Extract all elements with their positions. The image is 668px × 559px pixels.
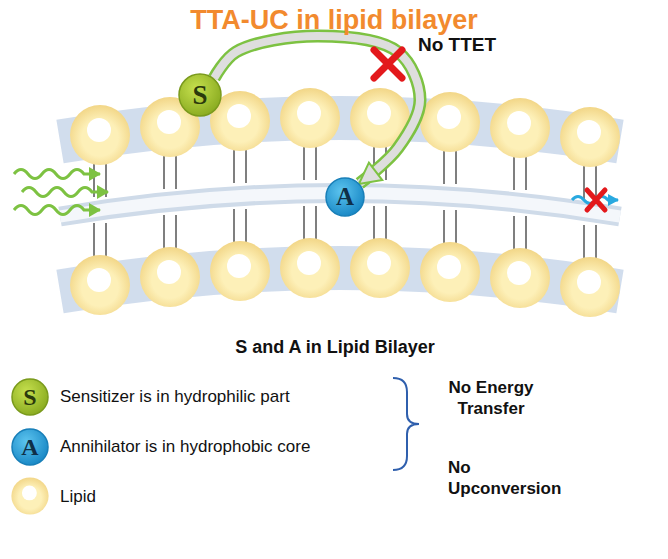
blocked-cross — [587, 190, 605, 210]
legend-text: Lipid — [60, 487, 96, 506]
blocked-cross — [374, 50, 402, 78]
circle-shape — [12, 429, 48, 465]
circle-shape — [12, 379, 48, 415]
lipid-head — [280, 88, 340, 148]
arrow-outline — [214, 36, 420, 183]
legend-molecule-circle: A — [11, 428, 49, 466]
energy-transfer-arrow — [214, 36, 420, 183]
circle-shape — [326, 178, 364, 216]
lipid-head — [280, 238, 340, 298]
molecule-letter: A — [325, 177, 365, 217]
outcome-note: No Upconversion — [448, 457, 566, 500]
edge-label: No TTET — [418, 33, 496, 57]
figure-caption: S and A in Lipid Bilayer — [170, 336, 500, 359]
excitation-light-wave — [14, 206, 100, 215]
lipid-head — [350, 238, 410, 298]
lipid-head — [560, 107, 620, 167]
lipid-head — [560, 257, 620, 317]
diagram-title: TTA-UC in lipid bilayer — [0, 4, 668, 38]
lipid-head — [490, 248, 550, 308]
legend-molecule-circle: S — [11, 378, 49, 416]
molecule-circle: S — [178, 73, 222, 117]
legend-entry: Lipid — [60, 486, 96, 507]
legend-entry: Annihilator is in hydrophobic core — [60, 436, 310, 457]
molecule-letter: A — [11, 428, 49, 466]
legend-lipid-symbol — [11, 477, 48, 514]
molecule-letter: S — [178, 73, 222, 117]
lipid-head — [420, 92, 480, 152]
outcome-note: No Energy Transfer — [432, 377, 550, 420]
lipid-head — [70, 255, 130, 315]
legend-entry: Sensitizer is in hydrophilic part — [60, 386, 290, 407]
circle-shape — [179, 74, 221, 116]
excitation-light-wave — [22, 188, 108, 197]
lipid-head — [420, 242, 480, 302]
lipid-head — [490, 98, 550, 158]
lipid-head — [140, 247, 200, 307]
molecule-circle: A — [325, 177, 365, 217]
legend-text: Annihilator is in hydrophobic core — [60, 437, 310, 456]
curly-brace — [393, 378, 419, 470]
excitation-light-wave — [14, 170, 100, 179]
lipid-head — [70, 105, 130, 165]
lipid-head — [210, 241, 270, 301]
arrow-body — [214, 36, 420, 183]
molecule-letter: S — [11, 378, 49, 416]
legend-text: Sensitizer is in hydrophilic part — [60, 387, 290, 406]
